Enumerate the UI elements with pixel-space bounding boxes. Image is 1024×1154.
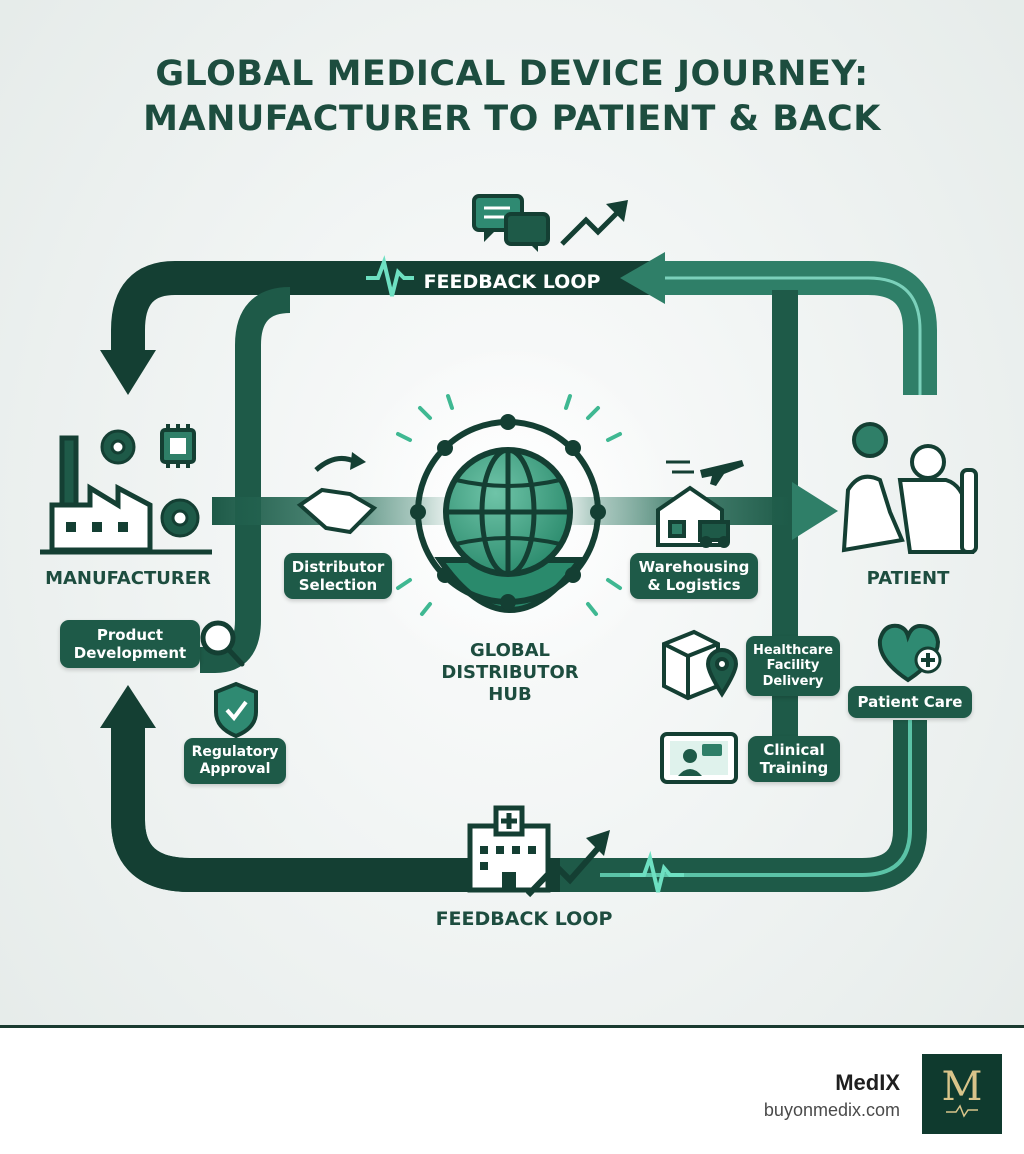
healthcare-delivery-line-1: Healthcare	[752, 642, 834, 658]
distributor-selection-line-1: Distributor	[291, 558, 385, 576]
factory-icon	[40, 435, 212, 555]
patient-care-pill: Patient Care	[848, 686, 972, 718]
airplane-icon	[666, 460, 744, 486]
chat-bubbles-icon	[472, 194, 550, 252]
heart-plus-icon	[877, 623, 942, 683]
magnifier-icon	[200, 620, 245, 667]
clinical-training-line-1: Clinical	[763, 741, 825, 759]
heartbeat-icon	[630, 850, 684, 893]
gear-icon	[100, 429, 200, 538]
patient-caregiver-icon	[841, 422, 978, 554]
hub-label-line-1: GLOBAL	[469, 640, 551, 661]
healthcare-delivery-pill: Healthcare Facility Delivery	[746, 636, 840, 696]
logo-letter: M	[941, 1064, 983, 1110]
manufacturer-label: MANUFACTURER	[45, 568, 211, 589]
feedback-loop-bottom	[100, 685, 927, 892]
hub-label-line-3: HUB	[488, 684, 532, 705]
product-development-line-1: Product	[96, 626, 164, 644]
video-call-icon	[660, 732, 738, 784]
product-development-pill: Product Development	[60, 620, 200, 668]
footer: MedIX buyonmedix.com M	[0, 1025, 1024, 1154]
inner-left-return	[200, 287, 291, 673]
chip-icon	[160, 424, 196, 468]
package-location-icon	[662, 629, 739, 701]
journey-diagram: FEEDBACK LOOP	[40, 194, 978, 898]
trend-arrow-icon	[560, 200, 628, 246]
warehouse-truck-icon	[656, 485, 730, 548]
regulatory-approval-line-2: Approval	[199, 761, 271, 777]
brand-name: MedIX	[835, 1070, 900, 1095]
diagram-title: GLOBAL MEDICAL DEVICE JOURNEY: MANUFACTU…	[0, 52, 1024, 142]
distributor-selection-pill: Distributor Selection	[284, 553, 392, 599]
warehousing-logistics-pill: Warehousing & Logistics	[630, 553, 758, 599]
trend-arrow-icon	[525, 830, 610, 898]
feedback-loop-bottom-label: FEEDBACK LOOP	[435, 908, 613, 930]
brand-logo[interactable]: M	[922, 1054, 1002, 1134]
title-line-2: MANUFACTURER TO PATIENT & BACK	[143, 99, 881, 139]
feedback-loop-top-label: FEEDBACK LOOP	[424, 271, 601, 293]
brand-url[interactable]: buyonmedix.com	[763, 1100, 900, 1120]
warehousing-line-2: & Logistics	[647, 576, 741, 594]
regulatory-approval-pill: Regulatory Approval	[184, 738, 286, 784]
healthcare-delivery-line-3: Delivery	[762, 673, 824, 689]
clinical-training-pill: Clinical Training	[748, 736, 840, 782]
handshake-icon	[296, 452, 378, 535]
distributor-selection-line-2: Selection	[298, 576, 378, 594]
heartbeat-icon	[366, 255, 414, 297]
hub-label-line-2: DISTRIBUTOR	[441, 662, 579, 683]
regulatory-approval-line-1: Regulatory	[191, 744, 279, 761]
product-development-line-2: Development	[73, 644, 187, 662]
globe-shield-icon	[340, 340, 680, 680]
hospital-icon	[467, 805, 551, 893]
warehousing-line-1: Warehousing	[638, 558, 750, 576]
clinical-training-line-2: Training	[759, 759, 829, 777]
healthcare-delivery-line-2: Facility	[766, 658, 820, 674]
patient-label: PATIENT	[866, 568, 950, 589]
logo-heartbeat-icon	[946, 1104, 978, 1118]
shield-check-icon	[214, 681, 258, 739]
title-line-1: GLOBAL MEDICAL DEVICE JOURNEY:	[155, 54, 869, 94]
brand-block: MedIX buyonmedix.com	[764, 1070, 900, 1121]
feedback-loop-top	[100, 252, 937, 395]
hub-label: GLOBAL DISTRIBUTOR HUB	[420, 640, 600, 706]
